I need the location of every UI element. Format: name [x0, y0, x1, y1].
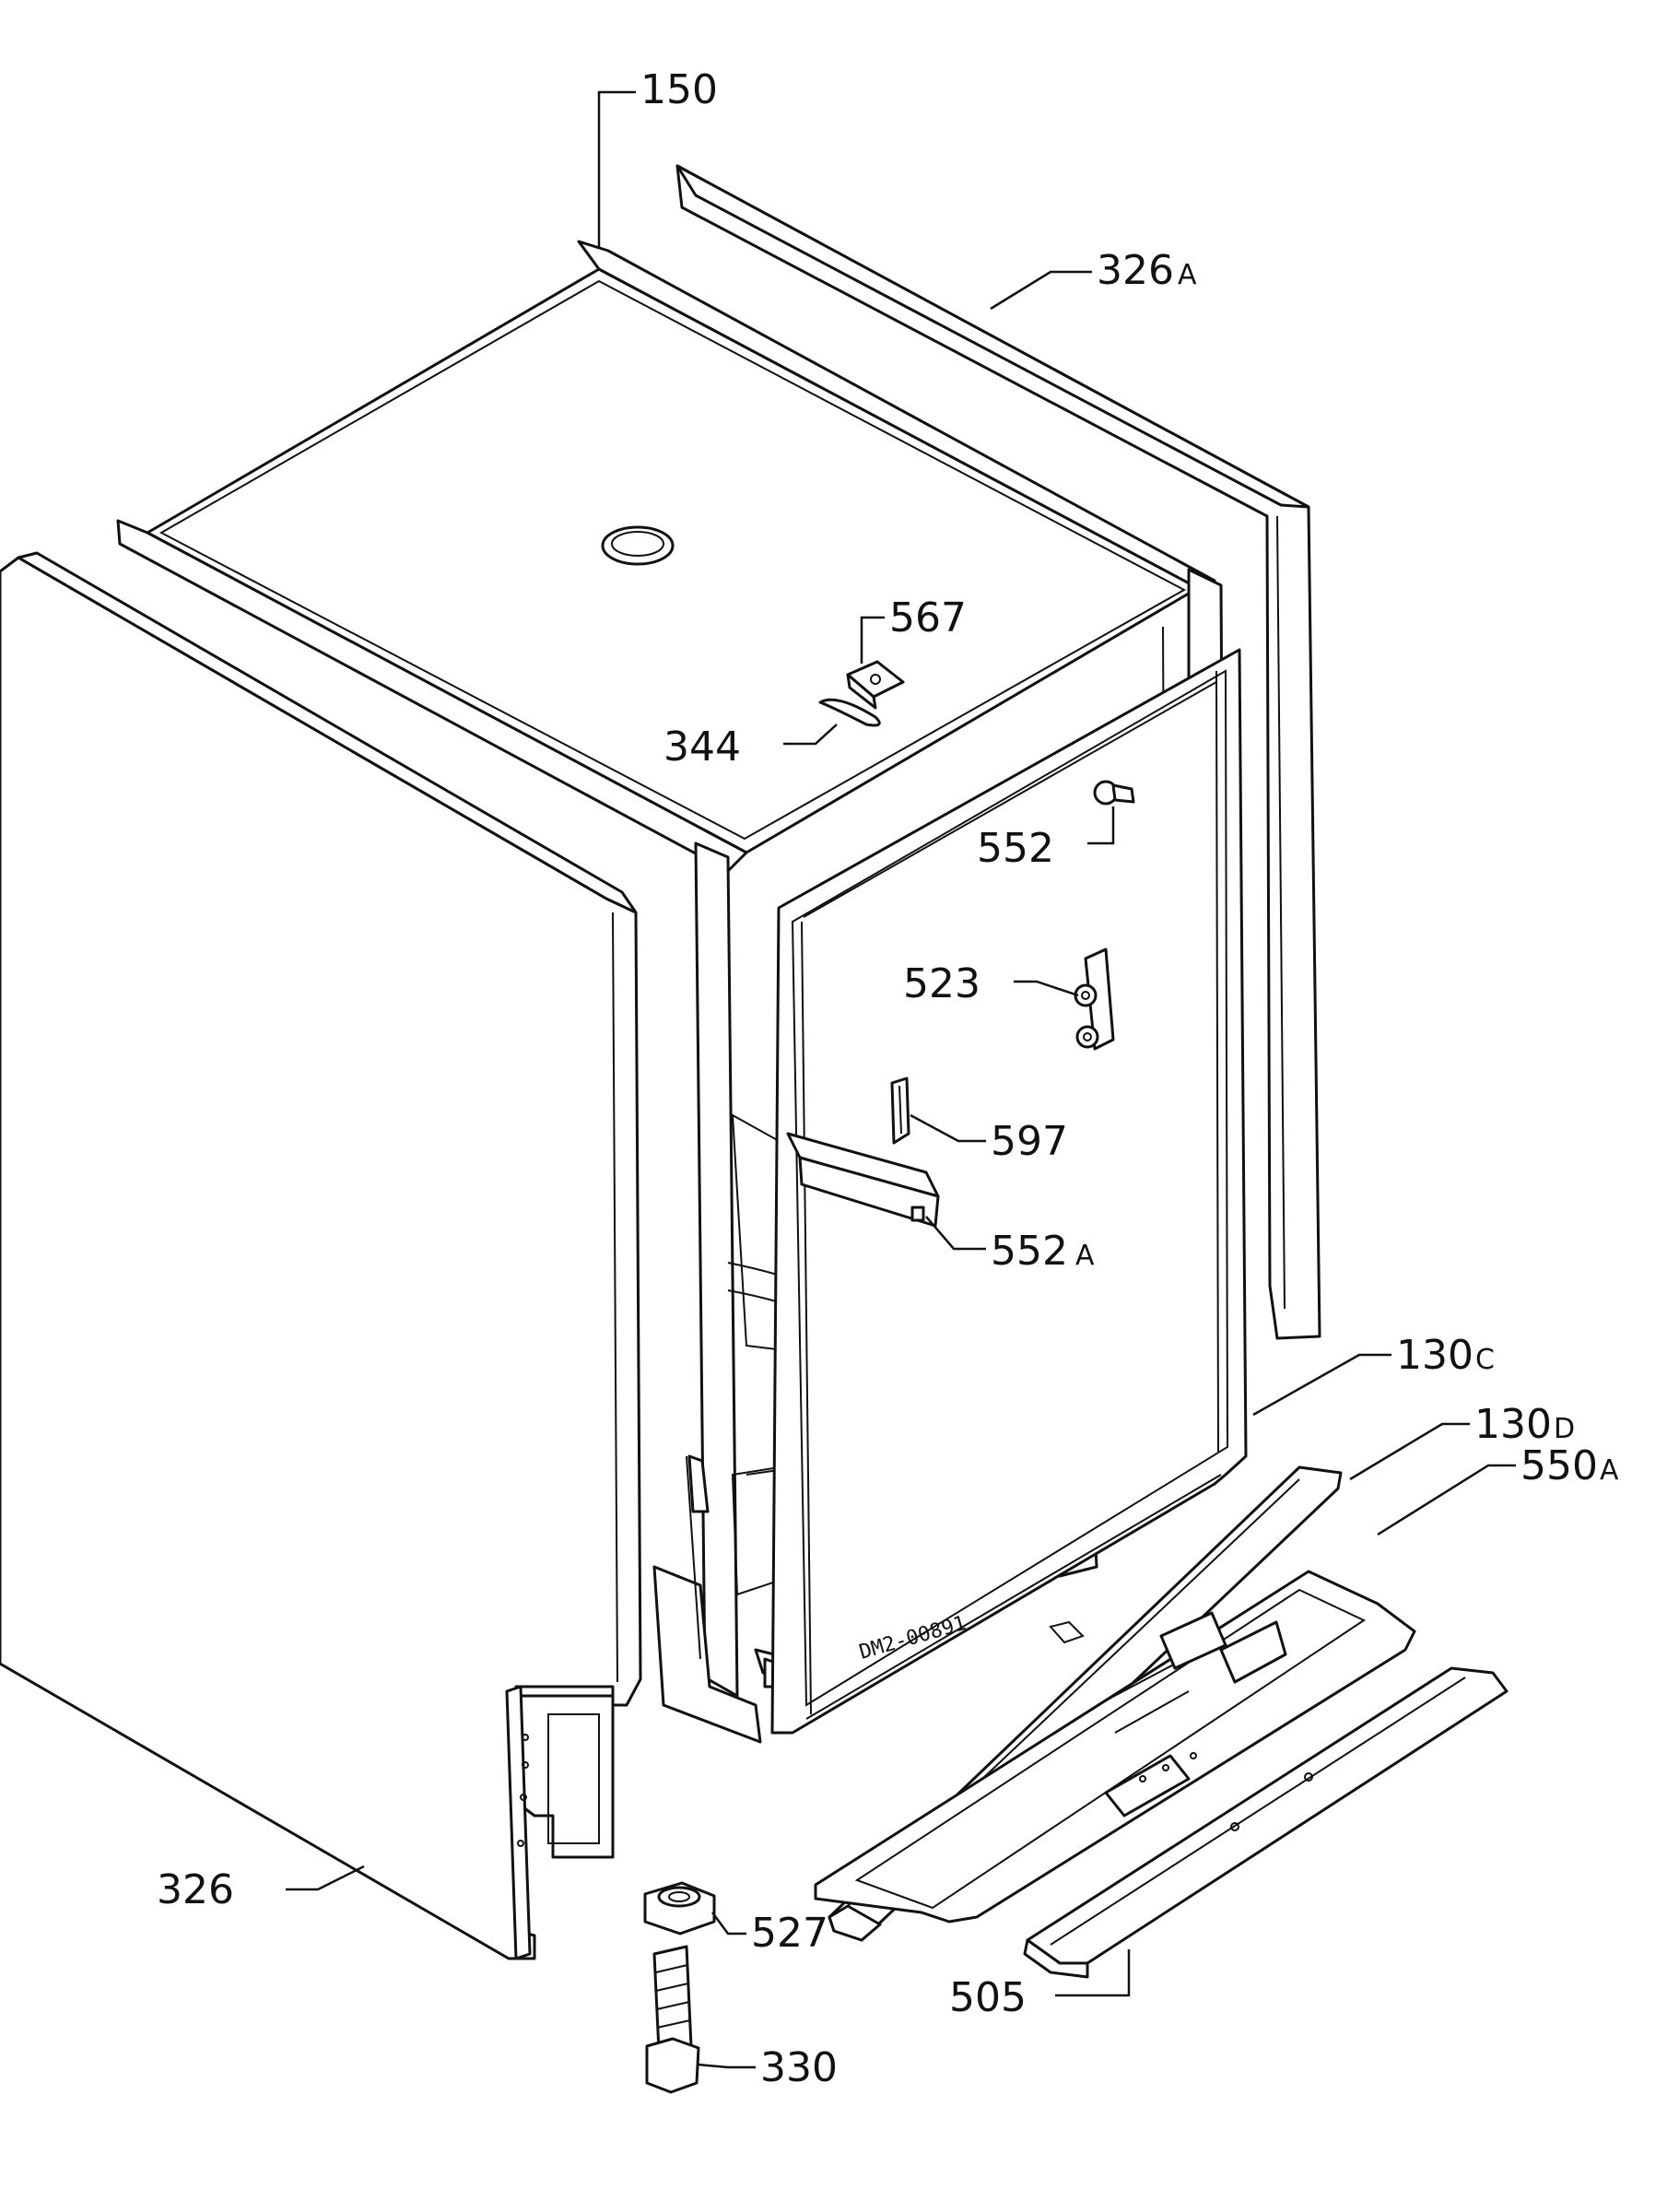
callout-330: 330: [760, 2044, 838, 2091]
back-panel-326a: [675, 164, 1321, 1340]
screw-552: [1093, 780, 1135, 806]
callout-326: 326: [157, 1866, 234, 1913]
clip-597: [890, 1077, 910, 1145]
callout-567: 567: [889, 594, 967, 641]
callout-552: 552: [977, 825, 1054, 872]
kickplate-505: [1023, 1666, 1509, 1979]
callout-523: 523: [903, 960, 980, 1007]
callout-597: 597: [991, 1118, 1068, 1165]
top-vent-hole: [601, 525, 675, 566]
callout-150: 150: [640, 66, 718, 113]
hinge-523: [1074, 947, 1115, 1051]
nut-567: [846, 660, 905, 710]
leader-lines: [286, 90, 1516, 2069]
side-panel-326: [0, 551, 642, 1960]
plinth-550a: [814, 1570, 1416, 1924]
clip-344: [818, 698, 881, 727]
door-frame-130c: [770, 648, 1248, 1735]
callout-344: 344: [663, 724, 741, 771]
callout-527: 527: [751, 1910, 828, 1957]
callout-505: 505: [949, 1974, 1027, 2021]
callout-130d: 130D: [1474, 1401, 1575, 1448]
nut-527: [643, 1881, 716, 1936]
callout-550a: 550A: [1520, 1442, 1619, 1489]
foot-330: [645, 1945, 700, 2094]
callout-130c: 130C: [1396, 1332, 1495, 1379]
